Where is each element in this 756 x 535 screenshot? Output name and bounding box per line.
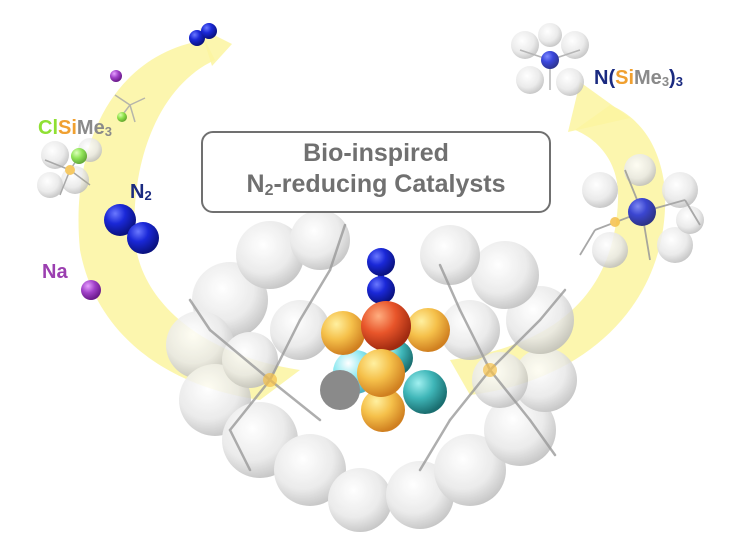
clsime3-label: ClSiMe3 — [38, 117, 112, 140]
sulfur-atom-right — [406, 308, 450, 352]
title-box: Bio-inspired N2-reducing Catalysts — [201, 131, 551, 213]
product-prefix: N( — [594, 67, 616, 89]
n2-subscript: 2 — [144, 188, 152, 203]
product-si: Si — [615, 67, 635, 89]
product-close: ) — [669, 67, 676, 89]
product-label: N(SiMe3)3 — [594, 67, 683, 90]
product-subscript-outer: 3 — [675, 74, 683, 89]
title-line-2-text: -reducing Catalysts — [273, 170, 506, 198]
iron-atom — [361, 301, 411, 351]
sodium-atom-top — [110, 70, 122, 82]
title-line-2: N2-reducing Catalysts — [247, 169, 506, 206]
sodium-atom — [81, 280, 101, 300]
clsime3-cl: Cl — [38, 117, 58, 139]
ligand-cloud — [166, 210, 577, 532]
na-label: Na — [42, 261, 68, 283]
n2-n: N — [130, 181, 145, 203]
title-line-1: Bio-inspired — [303, 139, 449, 167]
n2-molecule-top — [189, 23, 217, 46]
grey-atom-left — [320, 370, 360, 410]
silicon-atom-left — [263, 373, 277, 387]
n2-molecule-left — [104, 204, 159, 254]
sulfur-atom-bottom — [361, 388, 405, 432]
clsime3-molecule — [37, 138, 102, 198]
ligand-sticks — [188, 223, 567, 472]
n2-ligand-atom-bottom — [367, 276, 395, 304]
clsime3-molecule-small — [114, 94, 146, 123]
sulfur-atom-center — [357, 349, 405, 397]
silicon-atom-right — [483, 363, 497, 377]
reaction-arrow-right — [450, 82, 666, 395]
title-n-symbol: N — [246, 170, 265, 198]
clsime3-subscript: 3 — [104, 124, 112, 139]
sulfur-atom-left — [321, 311, 365, 355]
clsime3-si: Si — [58, 117, 77, 139]
product-molecule-large — [579, 154, 704, 268]
product-subscript-inner: 3 — [661, 74, 670, 89]
product-molecule-top — [511, 23, 589, 96]
catalyst-cluster — [320, 248, 450, 432]
title-n-subscript: 2 — [264, 182, 274, 199]
teal-metal-atom-right — [403, 370, 447, 414]
n2-label: N2 — [130, 181, 152, 204]
clsime3-me: Me — [76, 117, 105, 139]
product-me: Me — [634, 67, 662, 89]
n2-ligand-atom-top — [367, 248, 395, 276]
